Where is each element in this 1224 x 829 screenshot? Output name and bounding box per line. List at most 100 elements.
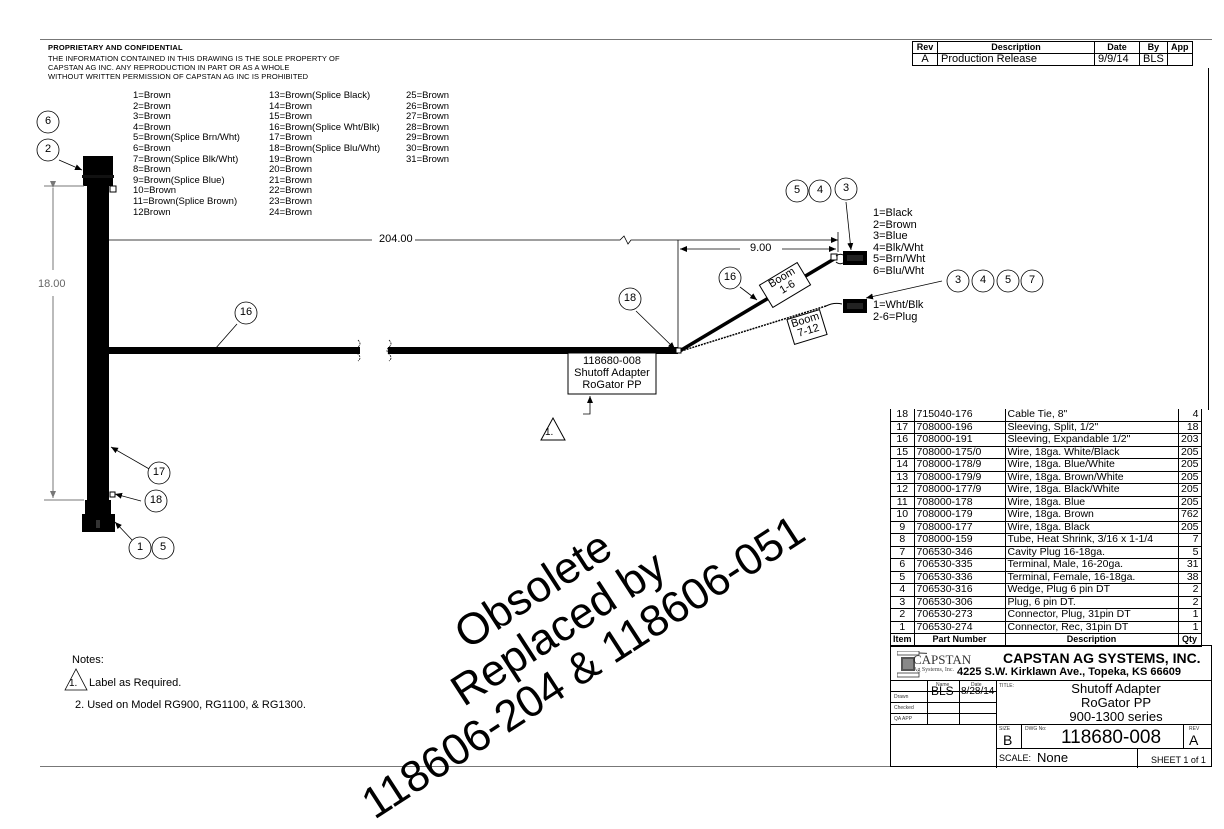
balloon-item-18: 18	[623, 292, 637, 304]
balloon-item-17: 17	[152, 466, 166, 478]
bom-description-cell: Wire, 18ga. Blue/White	[1004, 458, 1179, 472]
scale-value: None	[1037, 750, 1069, 765]
pinout-entry: 18=Brown(Splice Blu/Wht)	[269, 142, 381, 154]
logo-subtitle: Ag Systems, Inc.	[913, 667, 954, 673]
branch-boom-7-12	[677, 302, 843, 353]
boom-1-6-label	[758, 261, 812, 309]
bom-item-cell: 11	[890, 496, 915, 509]
rev-block-right-border	[1208, 68, 1209, 410]
balloon-item-5: 5	[793, 184, 801, 196]
bom-qty-cell: 2	[1177, 596, 1202, 609]
name-label: Name	[936, 682, 950, 688]
balloon-item-5: 5	[159, 541, 167, 553]
bom-part-cell: 706530-273	[913, 608, 1006, 622]
drawn-date: 8/28/14	[961, 686, 995, 697]
bom-part-cell: 708000-159	[913, 533, 1006, 547]
title-block: CAPSTAN Ag Systems, Inc. CAPSTAN AG SYST…	[890, 645, 1212, 768]
app-header: App	[1166, 41, 1193, 54]
company-address: 4225 S.W. Kirklawn Ave., Topeka, KS 6660…	[957, 666, 1181, 678]
main-cable	[109, 339, 678, 362]
pinout-entry: 28=Brown	[406, 121, 450, 133]
bom-part-cell: 708000-196	[913, 421, 1006, 434]
balloon-item-7: 7	[1028, 274, 1036, 286]
bom-qty-cell: 205	[1177, 458, 1202, 472]
drawing-number: 118680-008	[1061, 727, 1162, 748]
top-border	[40, 39, 1212, 40]
bom-description-cell: Connector, Plug, 31pin DT	[1004, 608, 1179, 622]
bom-item-cell: 6	[890, 558, 915, 572]
bom-part-cell: 708000-178	[913, 496, 1006, 509]
bom-description-cell: Wire, 18ga. Black/White	[1004, 483, 1179, 497]
sheet-size: B	[1003, 732, 1013, 748]
balloon-item-2: 2	[44, 143, 52, 155]
bom-item-cell: 10	[890, 508, 915, 522]
bom-qty-cell: 205	[1177, 521, 1202, 534]
bom-qty-cell: 2	[1177, 583, 1202, 597]
pinout-entry: 4=Blk/Wht	[873, 241, 924, 254]
note-1-flag: 1.	[69, 678, 78, 689]
pinout-entry: 9=Brown(Splice Blue)	[133, 174, 225, 186]
title-divider	[891, 724, 1211, 725]
balloon-item-3: 3	[954, 274, 962, 286]
pinout-entry: 10=Brown	[133, 185, 177, 197]
pinout-entry: 6=Blu/Wht	[873, 264, 925, 277]
note-1: Label as Required.	[89, 677, 182, 689]
bom-item-cell: 9	[890, 521, 915, 534]
pinout-entry: 24=Brown	[269, 206, 313, 218]
bom-part-cell: 706530-335	[913, 558, 1006, 572]
bom-part-cell: 706530-336	[913, 571, 1006, 584]
bom-item-cell: 8	[890, 533, 915, 547]
bom-description-cell: Wire, 18ga. Brown	[1004, 508, 1179, 522]
proprietary-title: PROPRIETARY AND CONFIDENTIAL	[48, 43, 183, 52]
note-flag-triangle	[540, 416, 566, 441]
balloon-item-1: 1	[136, 541, 144, 553]
bom-part-cell: 715040-176	[913, 408, 1006, 422]
drawn-label: Drawn	[894, 694, 909, 700]
dimension-9-text: 9.00	[748, 242, 774, 254]
date-header: Date	[1094, 41, 1140, 54]
bom-item-cell: 1	[890, 621, 915, 634]
title-divider	[1183, 724, 1184, 748]
dwg-label: DWG No:	[1025, 726, 1047, 732]
size-label: SIZE	[999, 726, 1011, 732]
bom-description-cell: Connector, Rec, 31pin DT	[1004, 621, 1179, 634]
part-label-line: Shutoff Adapter	[574, 367, 650, 379]
date-label: Date	[971, 682, 982, 688]
pinout-column-1: 1=Brown 2=Brown 3=Brown 4=Brown 5=Brown(…	[133, 90, 240, 218]
bom-qty-cell: 205	[1177, 483, 1202, 497]
balloon-item-16: 16	[239, 306, 253, 318]
bom-item-cell: 4	[890, 583, 915, 597]
title-divider	[927, 680, 928, 724]
bom-item-cell: 3	[890, 596, 915, 609]
pinout-entry: 8=Brown	[133, 164, 171, 176]
balloon-item-16: 16	[723, 271, 737, 283]
bom-description-cell: Wire, 18ga. Brown/White	[1004, 471, 1179, 484]
bom-description-cell: Wedge, Plug 6 pin DT	[1004, 583, 1179, 597]
drawing-rev: A	[1189, 732, 1199, 748]
rev-label: REV	[1189, 726, 1200, 732]
bom-qty-cell: 205	[1177, 471, 1202, 484]
by-header: By	[1139, 41, 1168, 54]
bom-item-cell: 13	[890, 471, 915, 484]
bom-item-cell: 7	[890, 546, 915, 559]
pinout-entry: 16=Brown(Splice Wht/Blk)	[269, 121, 380, 133]
pinout-entry: 2=Brown	[133, 100, 171, 112]
pinout-entry: 7=Brown(Splice Blk/Wht)	[133, 153, 239, 165]
cable-tie-junction	[675, 347, 682, 354]
harness-drawing	[36, 110, 1044, 560]
pinout-entry: 17=Brown	[269, 132, 313, 144]
trunk-cable	[82, 156, 117, 508]
pinout-entry: 13=Brown(Splice Black)	[269, 90, 371, 101]
bom-part-cell: 708000-191	[913, 433, 1006, 447]
note-flag-label: 1.	[545, 427, 554, 438]
company-name: CAPSTAN AG SYSTEMS, INC.	[1003, 650, 1201, 666]
bom-description-cell: Sleeving, Expandable 1/2"	[1004, 433, 1179, 447]
pinout-entry: 3=Brown	[133, 111, 171, 123]
